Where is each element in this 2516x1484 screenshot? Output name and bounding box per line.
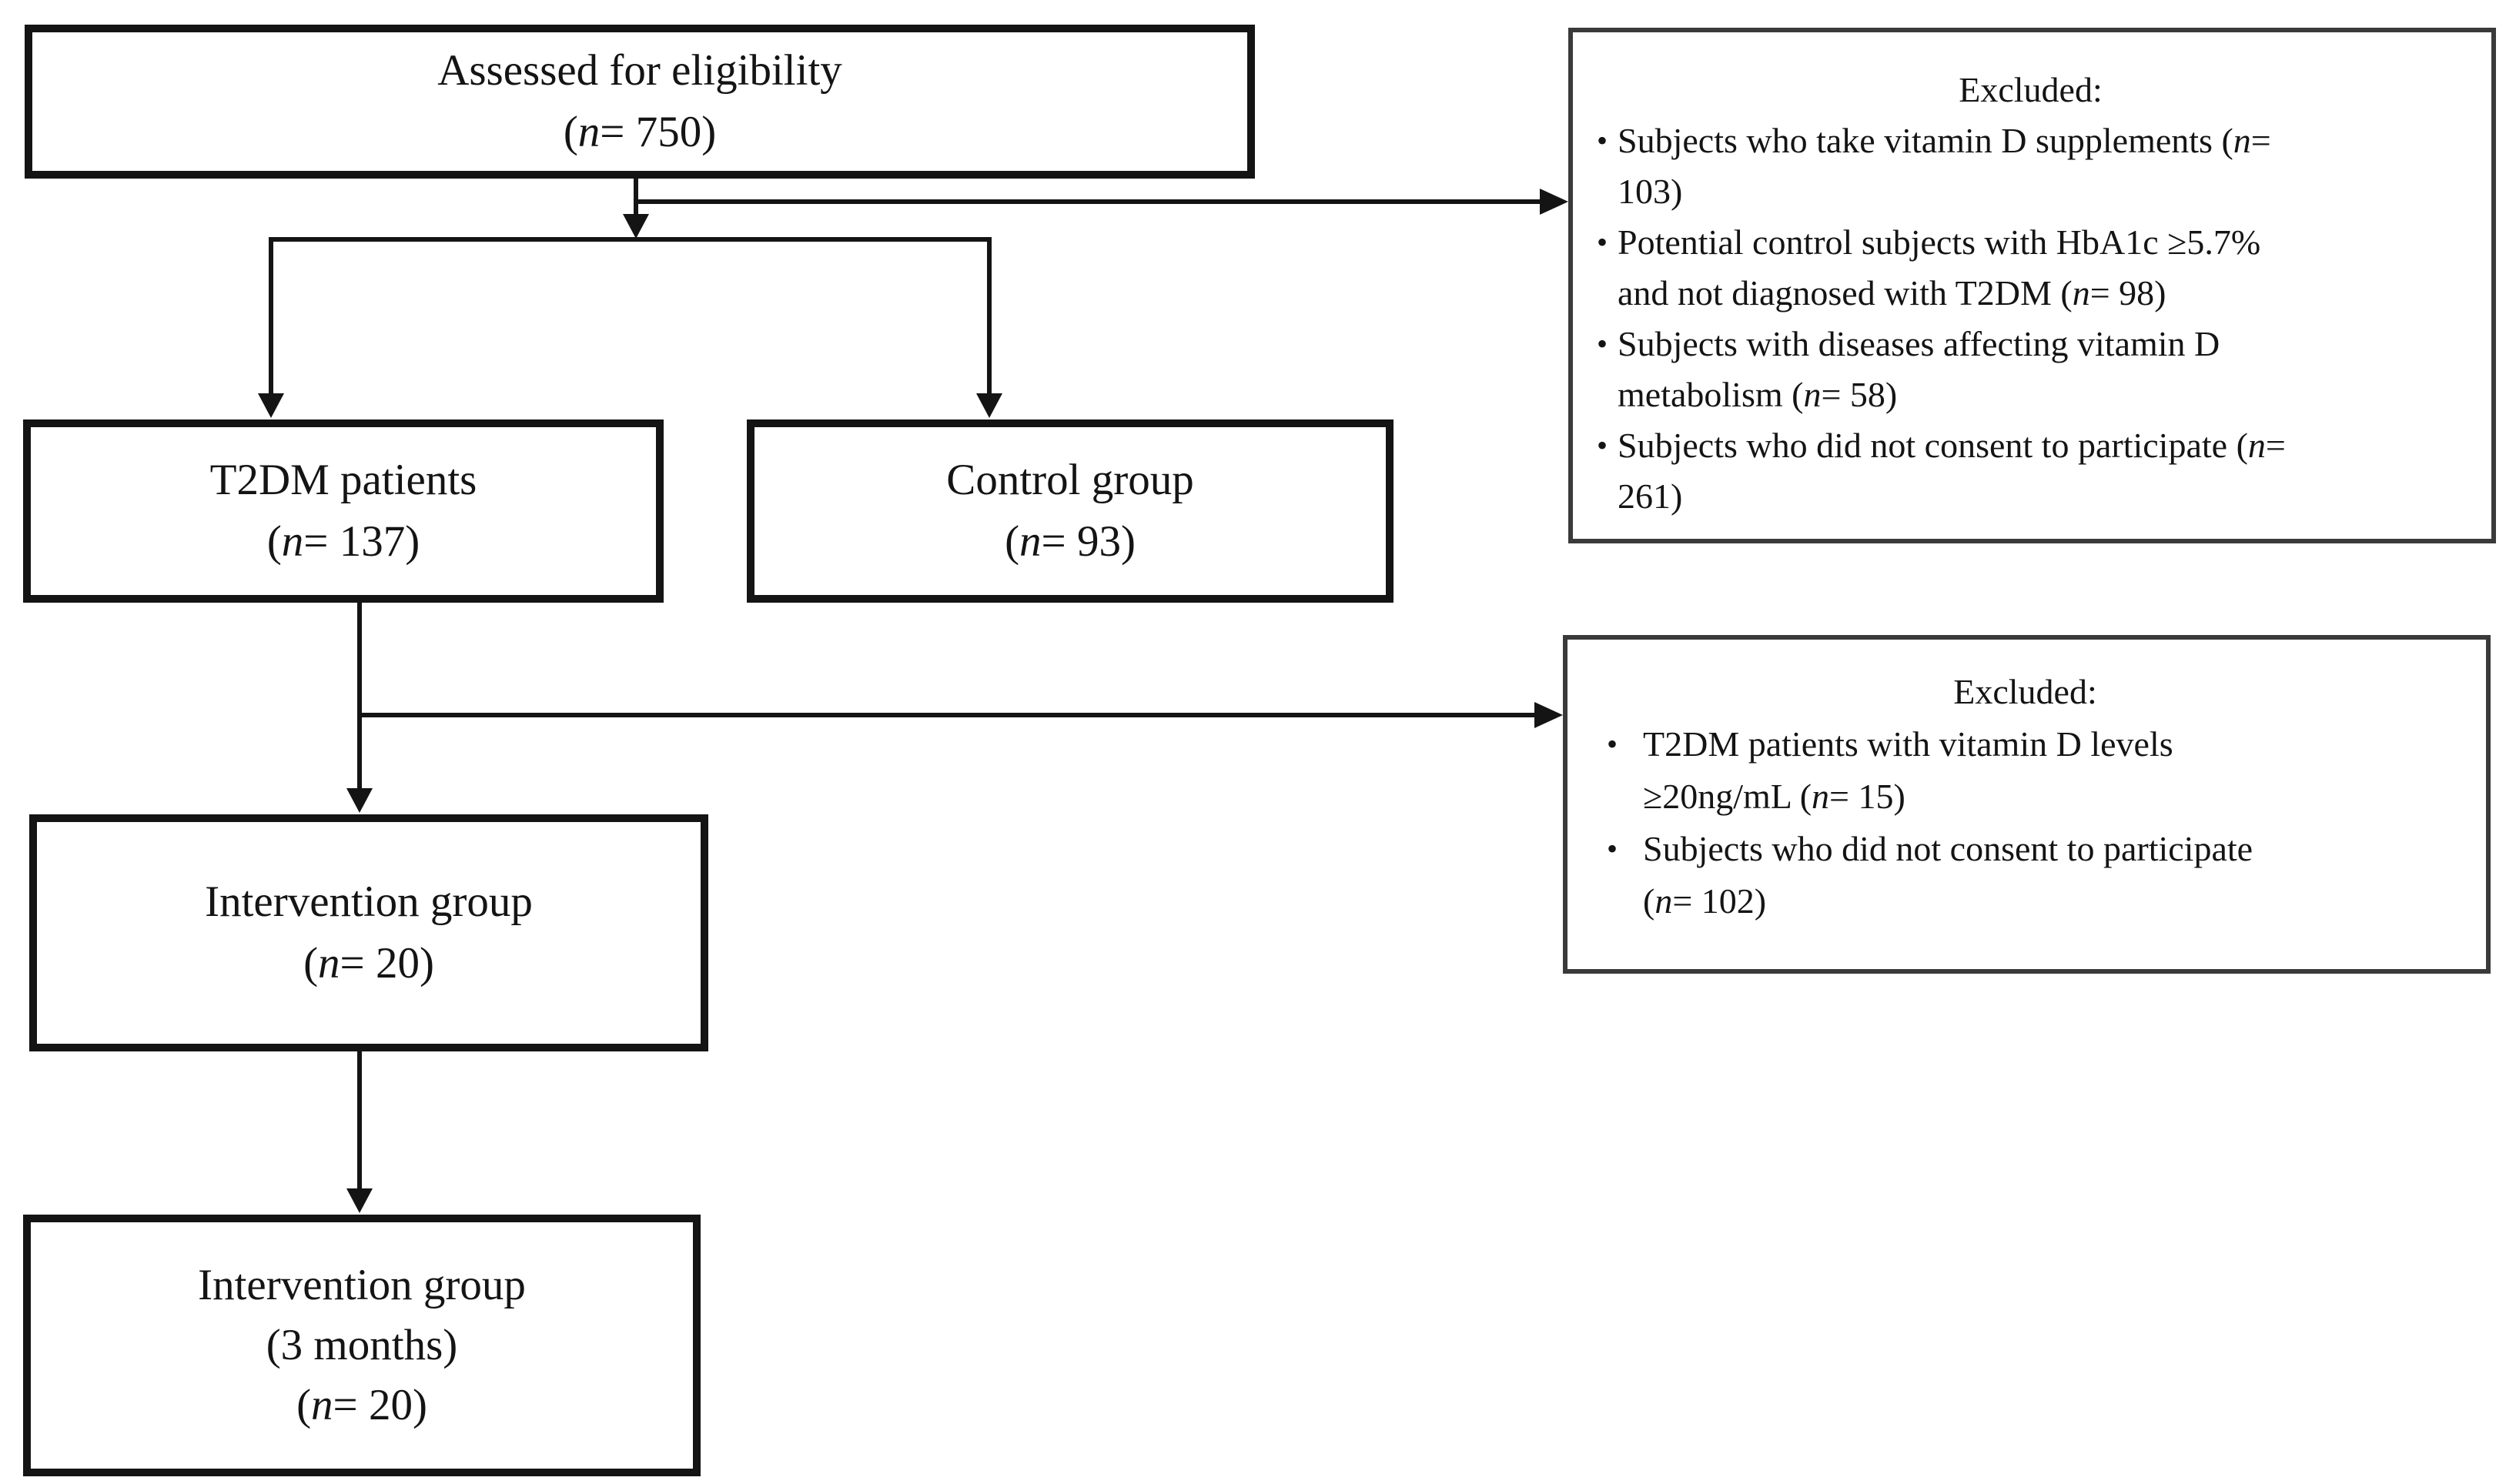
- excluded-mid-item-2-text: Subjects who did not consent to particip…: [1643, 829, 2253, 921]
- t2dm-count: (n= 137): [266, 517, 420, 566]
- intervention-group-box: Intervention group (n= 20): [29, 814, 708, 1051]
- intervention-3m-label: Intervention group: [198, 1261, 526, 1309]
- excluded-top-item-4: • Subjects who did not consent to partic…: [1587, 420, 2474, 522]
- connector-to-t2dm: [269, 237, 273, 395]
- excluded-mid-title: Excluded:: [1953, 672, 2097, 711]
- excluded-top-item-2-text: Potential control subjects with HbA1c ≥5…: [1618, 222, 2261, 313]
- connector-to-control: [987, 237, 992, 395]
- excluded-top-item-3: • Subjects with diseases affecting vitam…: [1587, 319, 2474, 420]
- intervention-label: Intervention group: [205, 877, 533, 926]
- arrowhead-excluded-top: [1540, 189, 1568, 215]
- assessed-label: Assessed for eligibility: [437, 46, 842, 95]
- control-count: (n= 93): [1005, 517, 1136, 566]
- t2dm-label: T2DM patients: [209, 456, 477, 504]
- excluded-top-item-2: • Potential control subjects with HbA1c …: [1587, 217, 2474, 319]
- arrowhead-excluded-mid: [1534, 702, 1563, 728]
- connector-t2dm-down: [357, 601, 362, 790]
- excluded-top-item-4-text: Subjects who did not consent to particip…: [1618, 426, 2286, 516]
- connector-excluded-top: [634, 199, 1542, 204]
- bullet-icon: •: [1596, 225, 1608, 259]
- bullet-icon: •: [1596, 123, 1608, 158]
- bullet-icon: •: [1596, 326, 1608, 361]
- excluded-top-item-1: • Subjects who take vitamin D supplement…: [1587, 115, 2474, 217]
- arrowhead-to-intervention: [346, 788, 373, 813]
- control-label: Control group: [946, 456, 1194, 504]
- connector-eligibility-down: [634, 177, 638, 219]
- arrowhead-eligibility-split: [623, 214, 649, 239]
- excluded-mid-item-1-text: T2DM patients with vitamin D levels≥20ng…: [1643, 724, 2173, 816]
- assessed-count: (n= 750): [563, 108, 717, 156]
- bullet-icon: •: [1596, 428, 1608, 463]
- excluded-mid-box: Excluded: • T2DM patients with vitamin D…: [1563, 635, 2491, 974]
- connector-excluded-mid: [357, 713, 1537, 717]
- intervention-3m-count: (n= 20): [296, 1381, 427, 1429]
- excluded-top-item-3-text: Subjects with diseases affecting vitamin…: [1618, 324, 2220, 414]
- bullet-icon: •: [1606, 727, 1618, 761]
- arrowhead-to-intervention-3m: [346, 1188, 373, 1213]
- excluded-top-title: Excluded:: [1959, 70, 2103, 109]
- bullet-icon: •: [1606, 831, 1618, 866]
- arrowhead-to-t2dm: [258, 393, 284, 418]
- connector-intervention-down: [357, 1050, 362, 1190]
- excluded-mid-item-2: • Subjects who did not consent to partic…: [1581, 823, 2469, 928]
- excluded-top-box: Excluded: • Subjects who take vitamin D …: [1568, 28, 2496, 543]
- intervention-3-months-box: Intervention group (3 months) (n= 20): [23, 1215, 701, 1476]
- connector-split-horizontal: [269, 237, 992, 242]
- excluded-mid-item-1: • T2DM patients with vitamin D levels≥20…: [1581, 718, 2469, 823]
- arrowhead-to-control: [976, 393, 1002, 418]
- t2dm-patients-box: T2DM patients (n= 137): [23, 419, 664, 603]
- intervention-3m-duration: (3 months): [266, 1321, 458, 1369]
- assessed-for-eligibility-box: Assessed for eligibility (n= 750): [25, 25, 1255, 179]
- excluded-top-item-1-text: Subjects who take vitamin D supplements …: [1618, 121, 2271, 211]
- intervention-count: (n= 20): [303, 939, 434, 988]
- control-group-box: Control group (n= 93): [747, 419, 1394, 603]
